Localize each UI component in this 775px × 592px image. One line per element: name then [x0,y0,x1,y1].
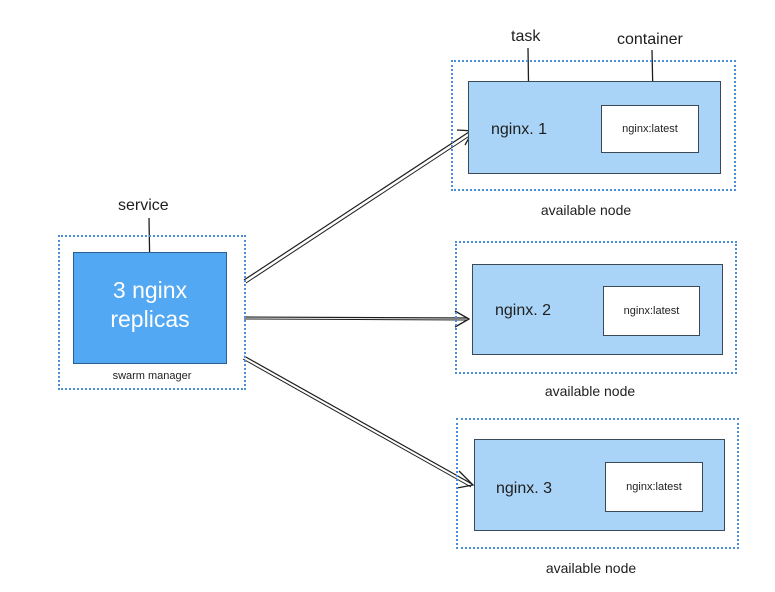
arrow-to-node-2 [243,310,471,328]
task-annotation: task [511,28,541,45]
node-3-container-label: nginx:latest [626,481,682,493]
container-annotation: container [617,31,683,48]
node-1-container-label: nginx:latest [622,123,678,135]
service-label-line2: replicas [110,306,190,332]
service-box [73,252,227,364]
node-2-frame [455,241,737,374]
node-1-task-label: nginx. 1 [491,121,548,138]
node-1-container-box: nginx:latest [601,105,699,153]
arrow-to-node-3 [242,355,475,489]
service-label: 3 nginx replicas [73,276,227,334]
swarm-manager-frame [58,235,246,390]
arrow-to-node-1 [243,129,475,284]
node-1-frame [451,60,736,191]
node-3-caption: available node [545,560,637,576]
node-3-container-box: nginx:latest [605,462,703,512]
node-3-task-label: nginx. 3 [496,480,553,497]
service-heading: service [118,197,169,214]
service-label-line1: 3 nginx [112,277,188,303]
node-2-container-label: nginx:latest [623,305,680,317]
node-2-task-label: nginx. 2 [495,302,552,319]
node-1-caption: available node [540,202,632,218]
swarm-manager-caption: swarm manager [112,370,192,382]
node-2-caption: available node [544,383,636,399]
node-3-frame [456,418,739,549]
node-2-container-box: nginx:latest [603,286,700,336]
